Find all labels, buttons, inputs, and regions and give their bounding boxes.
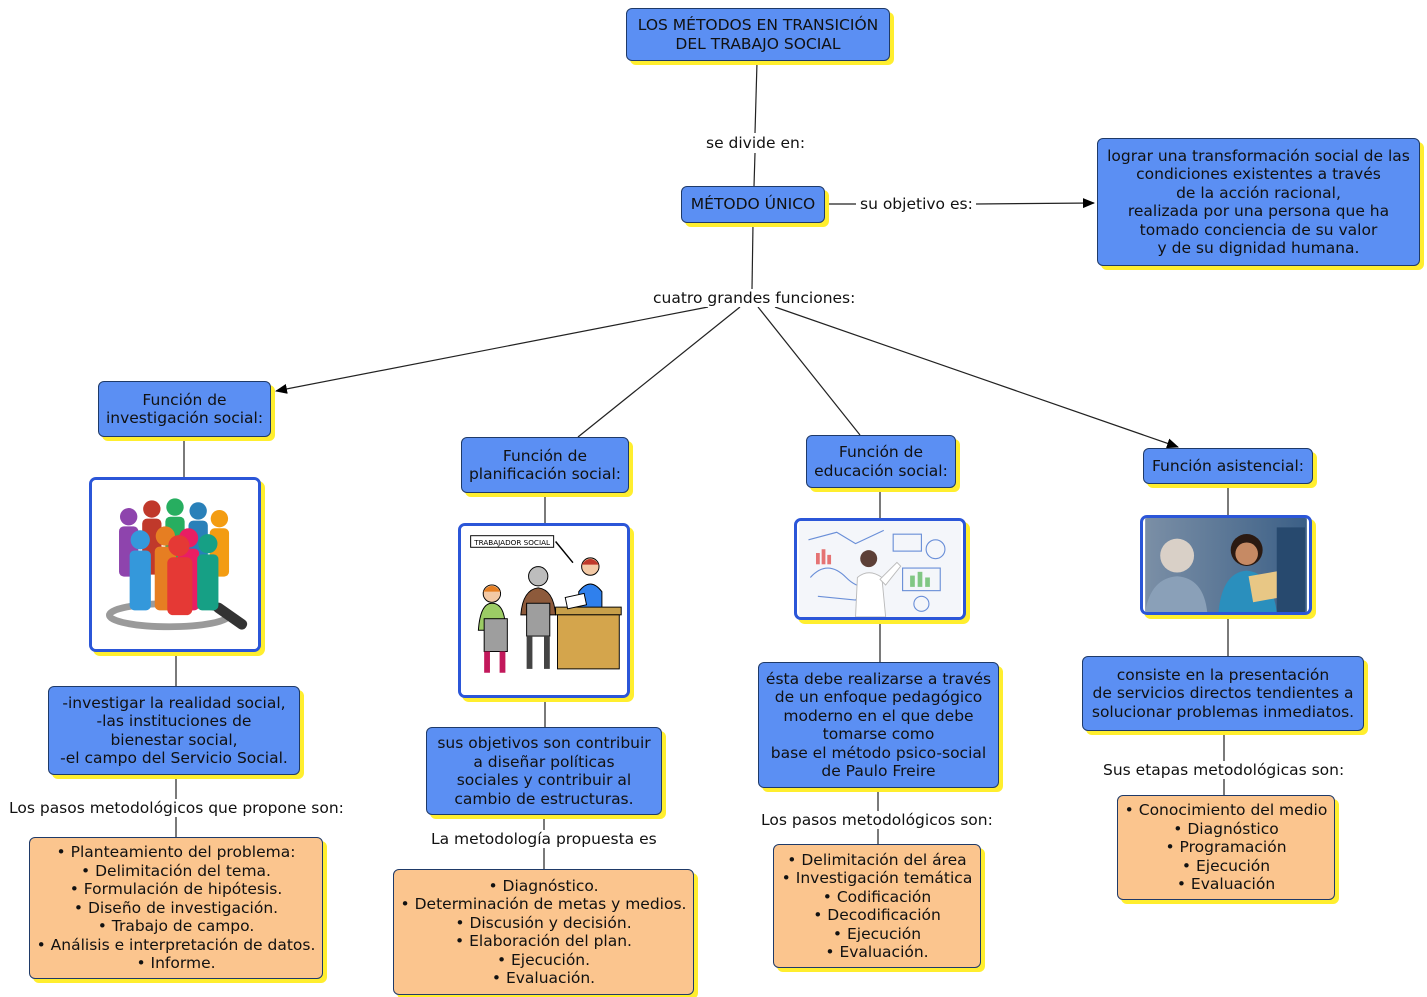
educacion-steps-box[interactable]: Delimitación del áreaInvestigación temát… bbox=[773, 844, 981, 968]
social-workers-photo bbox=[1140, 515, 1312, 615]
educacion-steps-list: Delimitación del áreaInvestigación temát… bbox=[782, 851, 973, 962]
asistencial-description[interactable]: consiste en la presentación de servicios… bbox=[1082, 656, 1364, 731]
list-item: Determinación de metas y medios. bbox=[401, 895, 687, 914]
list-item: Informe. bbox=[37, 954, 316, 973]
list-item: Elaboración del plan. bbox=[401, 932, 687, 951]
image-caption: TRABAJADOR SOCIAL bbox=[473, 538, 550, 547]
label-pasos-educacion: Los pasos metodológicos son: bbox=[759, 811, 995, 829]
label-cuatro-funciones: cuatro grandes funciones: bbox=[651, 289, 858, 307]
investigacion-steps-list: Planteamiento del problema:Delimitación … bbox=[37, 843, 316, 973]
list-item: Ejecución. bbox=[401, 951, 687, 970]
asistencial-steps-list: Conocimiento del medioDiagnósticoProgram… bbox=[1125, 801, 1328, 894]
list-item: Programación bbox=[1125, 838, 1328, 857]
list-item: Delimitación del área bbox=[782, 851, 973, 870]
list-item: Diagnóstico. bbox=[401, 877, 687, 896]
funcion-asistencial-node[interactable]: Función asistencial: bbox=[1143, 448, 1313, 484]
planificacion-description[interactable]: sus objetivos son contribuir a diseñar p… bbox=[426, 727, 662, 815]
planificacion-steps-list: Diagnóstico.Determinación de metas y med… bbox=[401, 877, 687, 988]
label-se-divide-en: se divide en: bbox=[704, 134, 808, 152]
list-item: Evaluación bbox=[1125, 875, 1328, 894]
list-item: Investigación temática bbox=[782, 869, 973, 888]
root-concept[interactable]: LOS MÉTODOS EN TRANSICIÓN DEL TRABAJO SO… bbox=[626, 8, 890, 61]
funcion-educacion-node[interactable]: Función de educación social: bbox=[806, 435, 956, 488]
label-metodologia-planificacion: La metodología propuesta es bbox=[429, 830, 659, 848]
funcion-investigacion-node[interactable]: Función de investigación social: bbox=[98, 381, 271, 437]
list-item: Trabajo de campo. bbox=[37, 917, 316, 936]
metodo-unico-node[interactable]: MÉTODO ÚNICO bbox=[681, 186, 825, 223]
list-item: Codificación bbox=[782, 888, 973, 907]
list-item: Ejecución bbox=[1125, 857, 1328, 876]
list-item: Evaluación. bbox=[401, 969, 687, 988]
educacion-description[interactable]: ésta debe realizarse a través de un enfo… bbox=[758, 662, 999, 788]
objetivo-node[interactable]: lograr una transformación social de las … bbox=[1097, 138, 1420, 266]
list-item: Diseño de investigación. bbox=[37, 899, 316, 918]
list-item: Diagnóstico bbox=[1125, 820, 1328, 839]
list-item: Delimitación del tema. bbox=[37, 862, 316, 881]
list-item: Evaluación. bbox=[782, 943, 973, 962]
label-pasos-investigacion: Los pasos metodológicos que propone son: bbox=[7, 799, 346, 817]
list-item: Discusión y decisión. bbox=[401, 914, 687, 933]
list-item: Planteamiento del problema: bbox=[37, 843, 316, 862]
people-magnifier-image bbox=[89, 477, 261, 652]
list-item: Formulación de hipótesis. bbox=[37, 880, 316, 899]
list-item: Ejecución bbox=[782, 925, 973, 944]
trabajador-social-image: TRABAJADOR SOCIAL bbox=[458, 523, 630, 698]
label-etapas-asistencial: Sus etapas metodológicas son: bbox=[1101, 761, 1347, 779]
list-item: Análisis e interpretación de datos. bbox=[37, 936, 316, 955]
asistencial-steps-box[interactable]: Conocimiento del medioDiagnósticoProgram… bbox=[1117, 795, 1335, 900]
planificacion-steps-box[interactable]: Diagnóstico.Determinación de metas y med… bbox=[393, 869, 694, 995]
list-item: Conocimiento del medio bbox=[1125, 801, 1328, 820]
label-su-objetivo: su objetivo es: bbox=[858, 195, 975, 213]
investigacion-steps-box[interactable]: Planteamiento del problema:Delimitación … bbox=[29, 837, 323, 979]
whiteboard-teacher-image bbox=[794, 518, 966, 620]
investigacion-description[interactable]: -investigar la realidad social, -las ins… bbox=[48, 686, 300, 775]
connector-lines bbox=[175, 61, 1229, 869]
list-item: Decodificación bbox=[782, 906, 973, 925]
funcion-planificacion-node[interactable]: Función de planificación social: bbox=[461, 437, 629, 493]
